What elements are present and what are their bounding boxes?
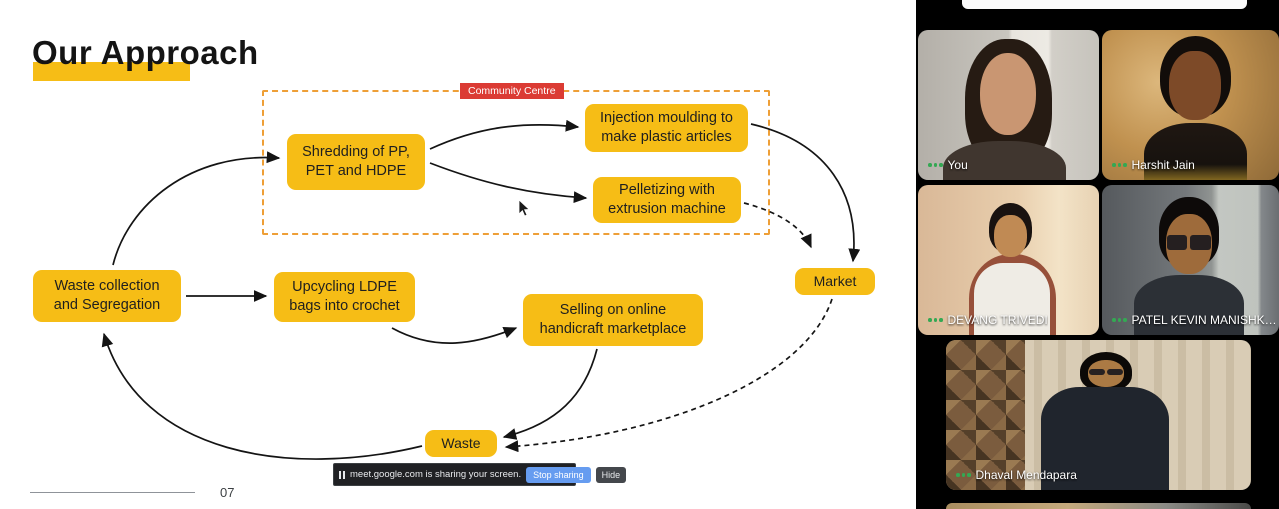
participant-video bbox=[946, 340, 1251, 490]
glasses-shape bbox=[1166, 234, 1211, 250]
stop-sharing-button[interactable]: Stop sharing bbox=[526, 466, 591, 483]
page-title: Our Approach bbox=[32, 34, 259, 71]
flow-box-market: Market bbox=[795, 268, 875, 295]
shared-slide: Our Approach Community Centre Waste coll… bbox=[0, 0, 916, 509]
face-shape bbox=[994, 215, 1027, 257]
flow-box-selling: Selling on online handicraft marketplace bbox=[523, 294, 703, 346]
glasses-shape bbox=[1089, 368, 1123, 375]
footer-line bbox=[30, 492, 195, 493]
participant-name: DEVANG TRIVEDI bbox=[947, 313, 1048, 327]
participant-tile-dhaval-mendapara[interactable]: Dhaval Mendapara bbox=[946, 340, 1251, 490]
participant-video bbox=[1102, 185, 1279, 335]
partial-tile-bottom bbox=[946, 503, 1251, 509]
participant-name-chip: You bbox=[928, 158, 968, 172]
participant-tile-you[interactable]: You bbox=[918, 30, 1099, 180]
participant-name-chip: DEVANG TRIVEDI bbox=[928, 313, 1048, 327]
share-message: meet.google.com is sharing your screen. bbox=[350, 469, 522, 480]
torso-shape bbox=[1144, 123, 1248, 180]
torso-shape bbox=[974, 263, 1051, 335]
flow-box-pelletizing: Pelletizing with extrusion machine bbox=[593, 177, 741, 223]
flow-box-injection-moulding: Injection moulding to make plastic artic… bbox=[585, 104, 748, 152]
audio-indicator-icon bbox=[1112, 318, 1127, 322]
face-shape bbox=[1169, 51, 1221, 120]
torso-shape bbox=[1133, 275, 1244, 335]
flow-box-waste: Waste bbox=[425, 430, 497, 457]
participant-tile-devang-trivedi[interactable]: DEVANG TRIVEDI bbox=[918, 185, 1099, 335]
flow-box-upcycling: Upcycling LDPE bags into crochet bbox=[274, 272, 415, 322]
participant-video bbox=[1102, 30, 1279, 180]
torso-shape bbox=[1040, 386, 1169, 490]
participant-name-chip: PATEL KEVIN MANISHK… bbox=[1112, 313, 1275, 327]
flow-box-shredding: Shredding of PP, PET and HDPE bbox=[287, 134, 425, 190]
participant-name: Harshit Jain bbox=[1131, 158, 1195, 172]
audio-indicator-icon bbox=[1112, 163, 1127, 167]
torso-shape bbox=[943, 141, 1067, 180]
flow-box-waste-collection: Waste collection and Segregation bbox=[33, 270, 181, 322]
page-number: 07 bbox=[220, 485, 235, 500]
participant-name-chip: Harshit Jain bbox=[1112, 158, 1195, 172]
participant-name-chip: Dhaval Mendapara bbox=[956, 468, 1077, 482]
participant-tile-patel-kevin[interactable]: PATEL KEVIN MANISHK… bbox=[1102, 185, 1279, 335]
audio-indicator-icon bbox=[928, 318, 943, 322]
hide-button[interactable]: Hide bbox=[595, 466, 627, 483]
title-highlight bbox=[33, 62, 190, 81]
audio-indicator-icon bbox=[956, 473, 971, 477]
participant-name: You bbox=[947, 158, 968, 172]
partial-tile-top bbox=[962, 0, 1247, 9]
participant-video bbox=[918, 185, 1099, 335]
participant-name: PATEL KEVIN MANISHK… bbox=[1131, 313, 1275, 327]
face-shape bbox=[979, 52, 1036, 135]
wall-pattern bbox=[946, 340, 1026, 490]
community-centre-label: Community Centre bbox=[460, 83, 564, 99]
participant-name: Dhaval Mendapara bbox=[975, 468, 1077, 482]
audio-indicator-icon bbox=[928, 163, 943, 167]
screen-share-bar: meet.google.com is sharing your screen. … bbox=[333, 463, 627, 486]
participant-tile-harshit-jain[interactable]: Harshit Jain bbox=[1102, 30, 1279, 180]
participant-video bbox=[918, 30, 1099, 180]
pause-icon bbox=[339, 470, 345, 479]
